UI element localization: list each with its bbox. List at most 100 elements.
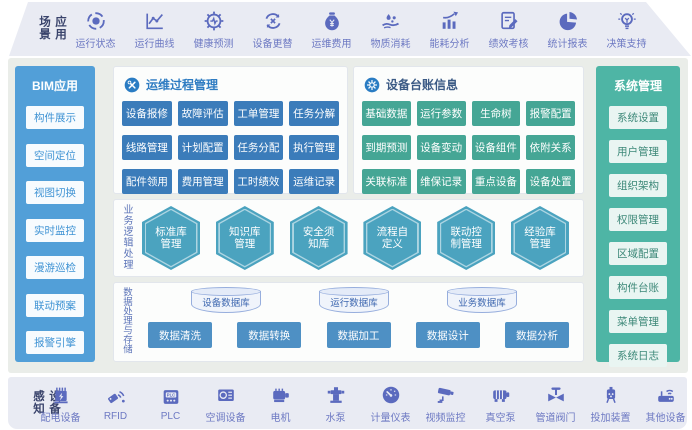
app-scenario-item[interactable]: 物质消耗	[361, 8, 420, 50]
pipe-valve-icon	[545, 382, 567, 406]
device-label: 水泵	[325, 413, 346, 424]
device-item[interactable]: 投加装置	[583, 382, 638, 424]
ops-module-button[interactable]: 工时绩效	[233, 169, 284, 194]
ledger-module-button[interactable]: 设备组件	[471, 135, 521, 160]
app-scenario-label: 统计报表	[547, 39, 588, 50]
bim-app-button[interactable]: 空间定位	[26, 143, 84, 167]
water-pump-icon	[325, 382, 347, 406]
data-process-button[interactable]: 数据设计	[415, 322, 480, 348]
ledger-module-button[interactable]: 到期预测	[362, 135, 411, 160]
logic-hexagon-node[interactable]: 知识库管理	[215, 206, 274, 270]
ops-module-button[interactable]: 配件领用	[122, 169, 172, 194]
logic-hexagon-node[interactable]: 安全须知库	[289, 206, 348, 270]
system-item-button[interactable]: 权限管理	[609, 208, 667, 231]
ledger-module-button[interactable]: 维保记录	[416, 169, 466, 194]
device-item[interactable]: 视频监控	[418, 382, 473, 424]
device-sensing-band: 设备感知 配电设备 RFID PLC PLC 空调设备 电机	[8, 377, 687, 429]
ops-module-button[interactable]: 线路管理	[122, 135, 172, 160]
business-logic-panel: 业务逻辑处理 标准库管理 知识库管理 安全须知库	[113, 199, 584, 277]
app-scenario-item[interactable]: 健康预测	[184, 8, 243, 50]
logic-hexagon-node[interactable]: 经验库管理	[510, 206, 569, 270]
device-item[interactable]: 其他设备	[638, 382, 692, 424]
system-item-button[interactable]: 用户管理	[609, 140, 667, 163]
ops-module-button[interactable]: 工单管理	[233, 101, 284, 126]
ledger-module-button[interactable]: 设备处置	[526, 169, 575, 194]
device-item[interactable]: 真空泵	[473, 382, 528, 424]
device-label: 计量仪表	[370, 413, 411, 424]
app-scenario-item[interactable]: 绩效考核	[479, 8, 538, 50]
app-scenario-item[interactable]: 运维费用	[302, 8, 361, 50]
ops-module-button[interactable]: 故障评估	[177, 101, 228, 126]
data-process-button[interactable]: 数据加工	[326, 322, 391, 348]
device-item[interactable]: RFID	[88, 384, 143, 422]
system-item-button[interactable]: 系统日志	[609, 344, 667, 367]
data-process-button[interactable]: 数据分析	[505, 322, 569, 348]
ledger-module-button[interactable]: 生命树	[471, 101, 521, 126]
ledger-module-button[interactable]: 重点设备	[471, 169, 521, 194]
app-scenario-label: 绩效考核	[488, 39, 529, 50]
app-scenario-label: 健康预测	[193, 39, 234, 50]
bim-app-button[interactable]: 漫游巡检	[26, 256, 84, 279]
bim-app-button[interactable]: 构件展示	[26, 106, 84, 129]
system-item-button[interactable]: 系统设置	[609, 106, 667, 129]
ops-module-button[interactable]: 费用管理	[177, 169, 228, 194]
status-ring-icon	[85, 8, 107, 32]
device-item[interactable]: 空调设备	[198, 382, 253, 424]
ledger-module-button[interactable]: 设备变动	[416, 135, 466, 160]
bim-apps-column: BIM应用 构件展示空间定位视图切换实时监控漫游巡检联动预案报警引擎	[15, 66, 95, 362]
bim-app-button[interactable]: 视图切换	[26, 181, 84, 204]
ledger-module-button[interactable]: 关联标准	[362, 169, 411, 194]
system-item-button[interactable]: 区域配置	[609, 242, 667, 265]
app-scenario-item[interactable]: 设备更替	[243, 8, 302, 50]
top-band-title: 应用场景	[38, 15, 66, 41]
hexagon-label: 安全须知库	[302, 225, 335, 251]
logic-hexagon-node[interactable]: 联动控制管理	[437, 206, 496, 270]
ops-module-button[interactable]: 计划配置	[177, 135, 228, 160]
money-bag-icon	[321, 8, 343, 32]
bim-app-button[interactable]: 联动预案	[26, 293, 84, 317]
device-item[interactable]: 配电设备	[33, 382, 88, 424]
ops-module-button[interactable]: 任务分配	[233, 135, 284, 160]
data-process-button[interactable]: 数据转换	[237, 322, 302, 348]
wrench-circle-icon	[124, 77, 140, 93]
logic-hexagon-node[interactable]: 标准库管理	[142, 206, 200, 270]
health-predict-icon	[203, 8, 225, 32]
app-scenario-label: 运行状态	[75, 39, 116, 50]
app-scenario-item[interactable]: 决策支持	[597, 8, 656, 50]
system-item-button[interactable]: 组织架构	[609, 174, 667, 197]
ops-module-button[interactable]: 运维记录	[289, 169, 339, 194]
data-process-button[interactable]: 数据清洗	[148, 322, 212, 348]
device-label: 其他设备	[645, 413, 686, 424]
device-item[interactable]: 管道阀门	[528, 382, 583, 424]
bim-app-button[interactable]: 实时监控	[26, 218, 84, 242]
ledger-module-button[interactable]: 运行参数	[416, 101, 466, 126]
ops-module-button[interactable]: 任务分解	[289, 101, 339, 126]
system-mgmt-column: 系统管理 系统设置用户管理组织架构权限管理区域配置构件台账菜单管理系统日志	[596, 66, 680, 367]
energy-chart-icon	[439, 8, 461, 32]
bim-app-list: 构件展示空间定位视图切换实时监控漫游巡检联动预案报警引擎	[15, 106, 95, 354]
system-item-button[interactable]: 构件台账	[609, 276, 667, 299]
app-scenario-item[interactable]: 运行曲线	[125, 8, 184, 50]
logic-hexagon-node[interactable]: 流程自定义	[363, 206, 422, 270]
app-scenario-item[interactable]: 运行状态	[66, 8, 125, 50]
ops-module-button[interactable]: 设备报修	[122, 101, 172, 126]
app-scenario-label: 能耗分析	[429, 39, 470, 50]
ledger-module-button[interactable]: 报警配置	[526, 101, 575, 126]
app-scenario-item[interactable]: 统计报表	[538, 8, 597, 50]
device-item[interactable]: PLC PLC	[143, 384, 198, 422]
ops-module-button[interactable]: 执行管理	[289, 135, 339, 160]
ledger-module-button[interactable]: 基础数据	[362, 101, 411, 126]
database-cylinder: 业务数据库	[447, 287, 517, 313]
hvac-unit-icon	[215, 382, 237, 406]
bim-app-button[interactable]: 报警引擎	[26, 331, 84, 354]
assessment-doc-icon	[498, 8, 520, 32]
app-scenario-label: 物质消耗	[370, 39, 411, 50]
system-item-list: 系统设置用户管理组织架构权限管理区域配置构件台账菜单管理系统日志	[596, 106, 680, 367]
ledger-module-button[interactable]: 依附关系	[526, 135, 575, 160]
system-item-button[interactable]: 菜单管理	[609, 310, 667, 333]
device-item[interactable]: 电机	[253, 382, 308, 424]
device-item[interactable]: 计量仪表	[363, 382, 418, 424]
device-item[interactable]: 水泵	[308, 382, 363, 424]
ops-module-grid: 设备报修故障评估工单管理任务分解线路管理计划配置任务分配执行管理配件领用费用管理…	[114, 99, 347, 194]
app-scenario-item[interactable]: 能耗分析	[420, 8, 479, 50]
